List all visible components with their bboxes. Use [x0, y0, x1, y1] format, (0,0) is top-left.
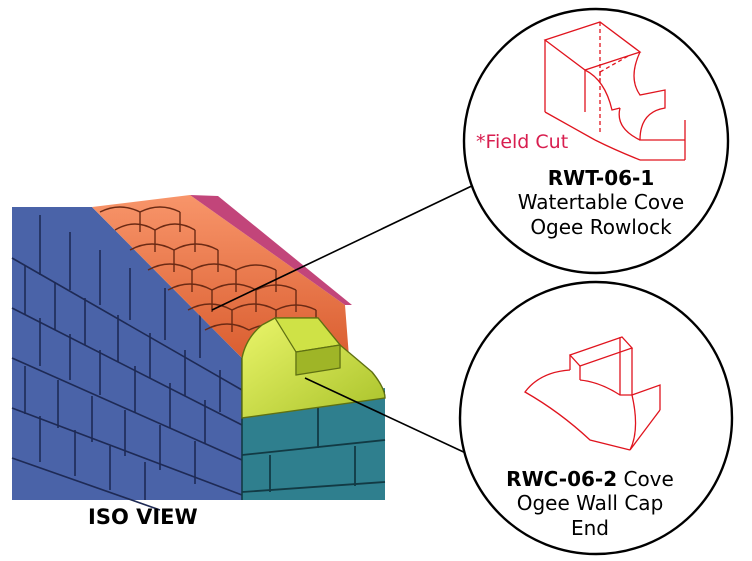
wall-cap-desc-line2: Ogee Wall Cap: [516, 491, 664, 516]
wall-cap-desc-line1: Cove: [617, 467, 674, 491]
iso-view-label: ISO VIEW: [88, 505, 198, 529]
callout-top-text: RWT-06-1 Watertable Cove Ogee Rowlock: [480, 166, 722, 239]
leader-lines: [211, 182, 479, 456]
callout-circle-bottom: [458, 280, 734, 556]
rowlock-desc-line2: Ogee Rowlock: [530, 214, 672, 239]
wall-cap-end-drawing: [524, 336, 661, 451]
wall-cap-end: [241, 317, 386, 419]
rowlock-desc-line1: Watertable Cove: [517, 190, 685, 215]
callout-bottom-text: RWC-06-2 Cove Ogee Wall Cap End: [466, 467, 714, 540]
rowlock-code: RWT-06-1: [547, 166, 655, 190]
wall-cap-code: RWC-06-2: [506, 467, 618, 491]
wall-side-bricks: [11, 207, 243, 511]
leader-line-top: [211, 182, 479, 311]
rowlock-unit-drawing: [543, 21, 686, 161]
wall-cap-desc-line3: End: [570, 515, 609, 540]
leader-line-bottom: [304, 377, 471, 456]
field-cut-note: *Field Cut: [476, 131, 569, 153]
